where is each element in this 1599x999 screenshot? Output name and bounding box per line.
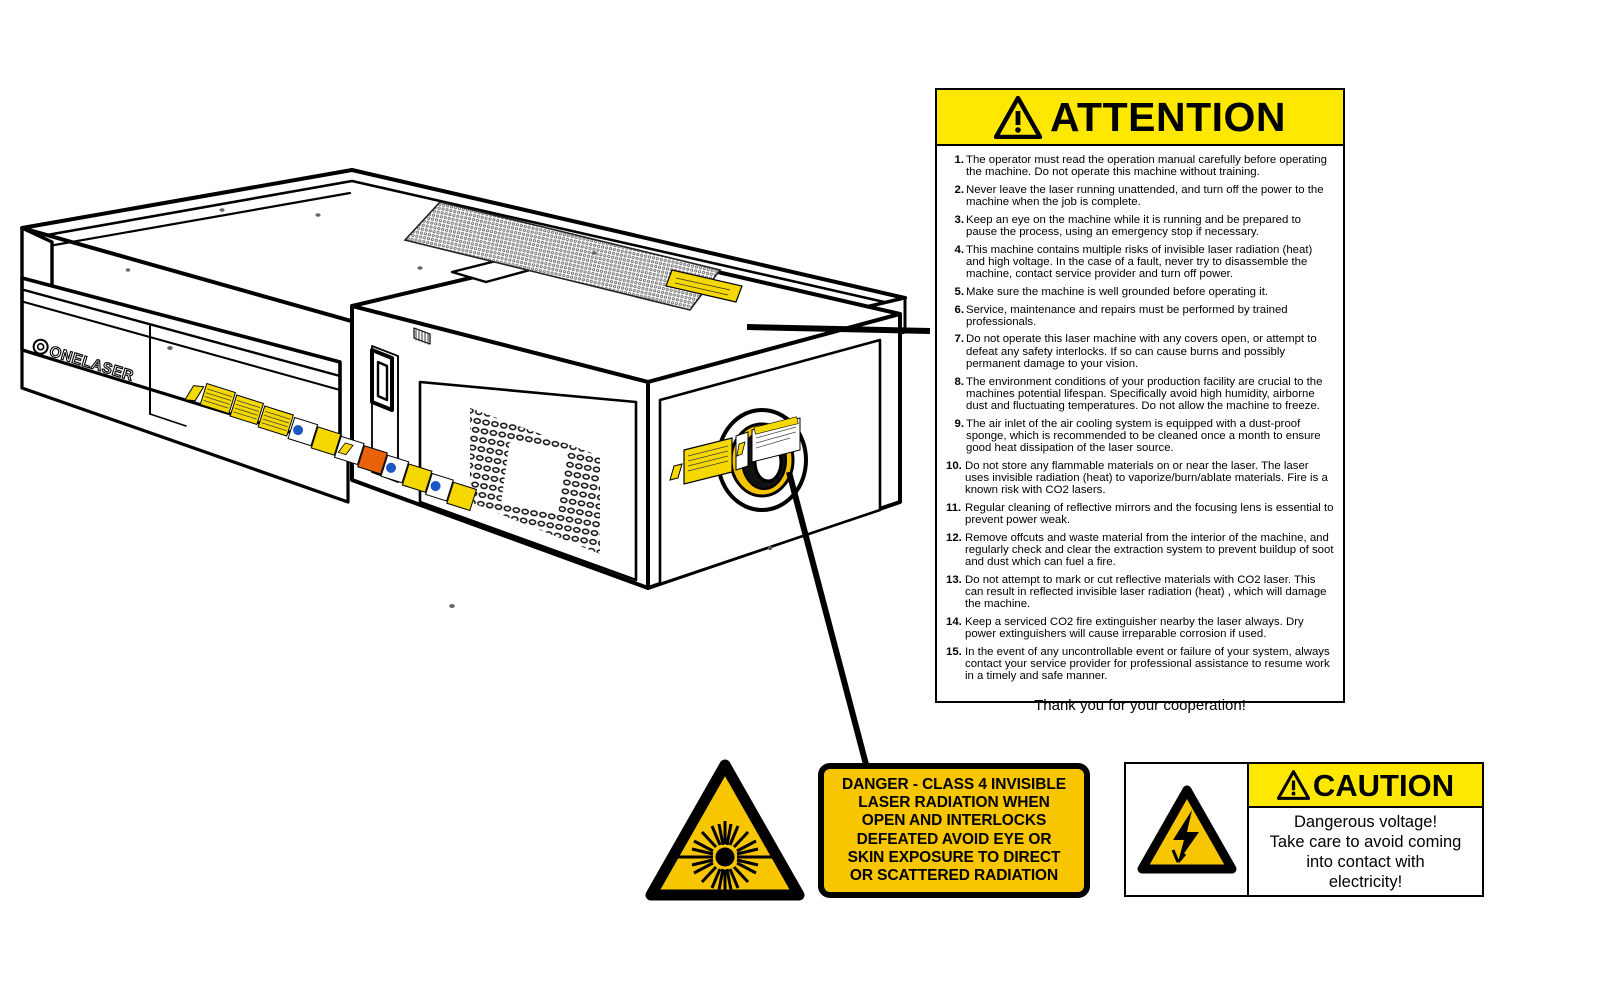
attention-item-text: Make sure the machine is well grounded b… [966, 285, 1269, 298]
attention-item: 14.Keep a serviced CO2 fire extinguisher… [945, 616, 1334, 640]
attention-closing-message: Thank you for your cooperation! [1034, 697, 1246, 715]
laser-radiation-hazard-icon [675, 821, 777, 893]
caution-line: into contact with [1306, 852, 1425, 871]
attention-item: 4.This machine contains multiple risks o… [945, 244, 1334, 281]
attention-item: 5.Make sure the machine is well grounded… [945, 286, 1334, 298]
electrical-hazard-icon-box [1124, 762, 1249, 897]
attention-item-number: 2. [954, 183, 965, 196]
attention-item-text: In the event of any uncontrollable event… [965, 645, 1330, 683]
attention-item: 11.Regular cleaning of reflective mirror… [945, 502, 1334, 526]
attention-item-number: 10. [946, 459, 962, 472]
attention-item: 2.Never leave the laser running unattend… [945, 184, 1334, 208]
caution-title: CAUTION [1312, 767, 1455, 803]
attention-item: 3.Keep an eye on the machine while it is… [945, 214, 1334, 238]
caution-body: Dangerous voltage! Take care to avoid co… [1249, 808, 1482, 895]
lid-caution-sticker [665, 269, 743, 303]
attention-item: 12.Remove offcuts and waste material fro… [945, 532, 1334, 569]
screw-marks [125, 208, 597, 608]
attention-panel: ATTENTION 1.The operator must read the o… [935, 88, 1345, 714]
attention-item-text: Remove offcuts and waste material from t… [965, 531, 1334, 569]
warning-triangle-icon [1276, 770, 1310, 800]
perforated-lid-vent [403, 201, 722, 311]
attention-item: 15.In the event of any uncontrollable ev… [945, 646, 1334, 683]
laser-machine-illustration: ONELASER [20, 168, 907, 608]
warning-triangle-icon [993, 95, 1042, 139]
attention-item-number: 9. [954, 417, 965, 430]
danger-line: OR SCATTERED RADIATION [849, 867, 1059, 885]
caution-label-box: CAUTION Dangerous voltage! Take care to … [1249, 762, 1484, 897]
attention-item-text: Regular cleaning of reflective mirrors a… [965, 501, 1334, 527]
attention-header: ATTENTION [937, 90, 1343, 146]
perforated-side-vent [470, 408, 600, 554]
attention-item: 10.Do not store any flammable materials … [945, 460, 1334, 497]
caution-voltage-group: CAUTION Dangerous voltage! Take care to … [1124, 762, 1484, 897]
attention-item-number: 6. [954, 303, 965, 316]
attention-item-number: 1. [954, 154, 965, 166]
attention-title: ATTENTION [1049, 93, 1287, 140]
attention-item-text: Do not store any flammable materials on … [965, 459, 1328, 497]
danger-line: LASER RADIATION WHEN [858, 793, 1050, 811]
attention-item-number: 15. [946, 645, 962, 658]
attention-item: 8.The environment conditions of your pro… [945, 376, 1334, 413]
attention-item-number: 3. [954, 213, 965, 226]
attention-item: 13.Do not attempt to mark or cut reflect… [945, 574, 1334, 611]
caution-line: Take care to avoid coming [1269, 832, 1462, 851]
attention-item-number: 14. [946, 616, 962, 628]
attention-item-number: 12. [946, 531, 962, 544]
attention-item-number: 13. [946, 573, 962, 586]
attention-item-text: This machine contains multiple risks of … [966, 243, 1313, 281]
attention-item-text: Keep an eye on the machine while it is r… [966, 213, 1301, 239]
attention-item-number: 8. [954, 375, 965, 388]
danger-line: SKIN EXPOSURE TO DIRECT [847, 848, 1061, 866]
attention-item-number: 7. [954, 333, 965, 346]
attention-item-number: 11. [946, 501, 962, 514]
attention-item-text: The environment conditions of your produ… [966, 375, 1323, 412]
attention-item-number: 4. [954, 243, 965, 256]
attention-item-text: Service, maintenance and repairs must be… [966, 303, 1288, 328]
attention-item-text: Do not attempt to mark or cut reflective… [965, 573, 1327, 611]
side-caution-sticker [669, 416, 801, 485]
attention-item-number: 5. [954, 285, 965, 298]
danger-class4-label: DANGER - CLASS 4 INVISIBLE LASER RADIATI… [818, 763, 1090, 898]
attention-item-text: Do not operate this laser machine with a… [966, 333, 1317, 370]
attention-item-text: Keep a serviced CO2 fire extinguisher ne… [965, 616, 1304, 641]
attention-item: 9.The air inlet of the air cooling syste… [945, 418, 1334, 455]
caution-line: electricity! [1328, 872, 1403, 891]
attention-item-list: 1.The operator must read the operation m… [937, 146, 1343, 692]
danger-line: DANGER - CLASS 4 INVISIBLE [842, 775, 1066, 793]
caution-line: Dangerous voltage! [1293, 812, 1438, 831]
attention-item-text: The operator must read the operation man… [966, 154, 1327, 179]
front-warning-sticker-strip [184, 382, 478, 512]
caution-header: CAUTION [1249, 764, 1482, 808]
electrical-hazard-icon [1137, 785, 1236, 873]
attention-item: 6.Service, maintenance and repairs must … [945, 304, 1334, 328]
danger-line: OPEN AND INTERLOCKS [861, 812, 1047, 830]
attention-item: 7.Do not operate this laser machine with… [945, 333, 1334, 370]
attention-item-text: Never leave the laser running unattended… [966, 183, 1324, 209]
laser-hazard-triangle-label [645, 759, 805, 901]
danger-line: DEFEATED AVOID EYE OR [856, 830, 1052, 848]
attention-item-text: The air inlet of the air cooling system … [966, 417, 1321, 455]
attention-item: 1.The operator must read the operation m… [945, 154, 1334, 178]
